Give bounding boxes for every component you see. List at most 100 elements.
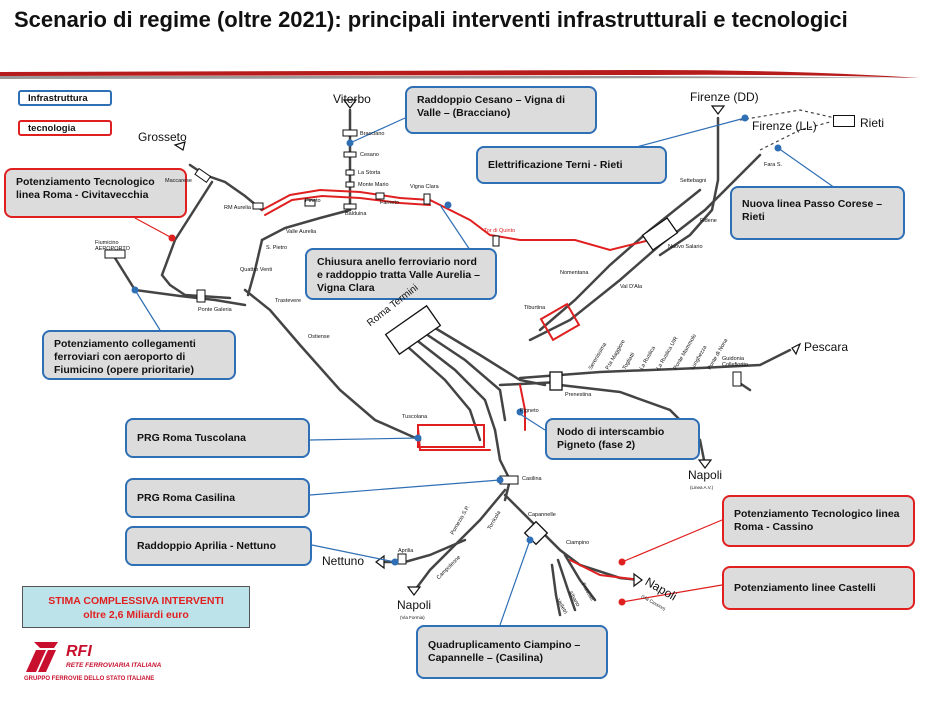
station-la-storta: La Storta [358,170,381,176]
line-formia [413,488,507,592]
title-underline [0,70,920,79]
city-viterbo: Viterbo [333,92,371,106]
dot-civitavecchia [168,234,176,242]
station-aprilia: Aprilia [398,548,414,554]
dot-tuscolana [414,434,422,442]
station-marker-vigna-clara [423,193,431,205]
dot-casilina [496,476,504,484]
station-farneto: Farneto [380,200,399,206]
station-tuscolana: Tuscolana [402,414,428,420]
station-marker-cesano [343,151,357,158]
box-prg-tuscolana: PRG Roma Tuscolana [125,418,310,458]
hub-tuscolana [417,424,485,448]
page-title: Scenario di regime (oltre 2021): princip… [14,7,848,32]
line-settebagni [538,188,702,332]
box-prg-casilina: PRG Roma Casilina [125,478,310,518]
station-marker-maccarese [194,167,212,183]
city-pescara: Pescara [804,340,849,354]
connector-casilina [309,479,501,496]
connector-fiumicino [134,289,161,331]
arrow-pescara [791,342,802,356]
arrow-firenze-dd [710,105,726,115]
station-val-dala: Val D'Ala [620,284,643,290]
connector-pigneto [519,413,546,431]
station-nuovo-salario: Nuovo Salario [668,244,703,250]
station-nomentana: Nomentana [560,270,589,276]
line-firenze-dd [658,116,720,257]
station-ciampino: Ciampino [566,540,590,546]
city-napoli-av: Napoli [688,468,723,482]
line-casilina [493,428,512,502]
box-raddoppio-cesano: Raddoppio Cesano – Vigna di Valle – (Bra… [405,86,597,134]
line-pescara [518,348,792,380]
hub-tiburtina [539,302,581,342]
dot-terni [741,114,749,122]
box-tecnologico-civitavecchia: Potenziamento Tecnologico linea Roma - C… [4,168,187,218]
bundle-termini-4 [428,323,547,387]
station-casilina: Casilina [522,476,542,482]
city-napoli-formia: Napoli [397,598,432,612]
dot-fiumicino [131,286,139,294]
line-maccarese-fiumicino [160,180,232,300]
city-napoli-av-sub: (Linea A.V.) [690,485,714,490]
line-rieti-firenze-ll [739,109,836,121]
bundle-termini-2 [408,333,497,432]
box-quadruplicamento-ciampino: Quadruplicamento Ciampino – Capannelle –… [416,625,608,679]
box-fiumicino: Potenziamento collegamenti ferroviari co… [42,330,236,380]
station-marker-la-storta [345,169,355,176]
line-fiumicino [113,256,247,307]
line-s-pietro [246,238,264,297]
line-napoli-av [558,383,707,467]
station-marker-bracciano [342,129,358,137]
connector-anello [439,204,471,251]
connector-tuscolana [309,437,421,441]
arrow-napoli-formia [406,586,422,596]
station-prenestina: Prenestina [565,392,592,398]
hub-nuovo-salario [641,217,679,251]
connector-civitavecchia [134,217,173,239]
station-fara-s: Fara S. [764,162,783,168]
station-trastevere: Trastevere [275,298,302,304]
station-tiburtina: Tiburtina [524,305,546,311]
station-marker-guidonia [732,371,742,387]
legend-infrastruttura: Infrastruttura [18,90,112,106]
city-napoli-formia-sub: (Via Formia) [400,615,425,620]
dot-cesano [346,139,354,147]
box-elettrificazione-terni: Elettrificazione Terni - Rieti [476,146,667,184]
station-marker-monte-mario [345,181,355,188]
connector-passo-corese [777,147,836,189]
line-castelli-3 [550,563,562,617]
connector-cassino [621,519,723,563]
station-capannelle: Capannelle [528,512,556,518]
stima-complessiva-box: STIMA COMPLESSIVA INTERVENTI oltre 2,6 M… [22,586,250,628]
station-quattro-venti: Quattro Venti [240,267,273,273]
station-valle-aurelia: Valle Aurelia [286,229,317,235]
red-line-pigneto [519,384,526,431]
station-fidene: Fidene [700,218,717,224]
connector-aprilia [311,544,396,563]
dot-pigneto [516,408,524,416]
station-bracciano: Bracciano [360,131,385,137]
stima-line1: STIMA COMPLESSIVA INTERVENTI [48,595,224,607]
connector-cesano [349,117,406,144]
station-balduina: Balduina [345,211,367,217]
dot-aprilia [391,558,399,566]
hub-roma-termini [384,304,442,356]
station-rm-aurelia: RM Aurelia [224,205,251,211]
box-raddoppio-aprilia: Raddoppio Aprilia - Nettuno [125,526,312,566]
bundle-termini-3 [418,328,507,422]
line-castelli-1 [563,553,597,602]
connector-castelli [621,584,723,603]
arrow-napoli-av [697,459,713,469]
logo-rfi-name: RFI [66,643,92,660]
dot-passo-corese [774,144,782,152]
station-pigneto: Pigneto [520,408,539,414]
city-grosseto: Grosseto [138,130,187,144]
station-ponte-galeria: Ponte Galeria [198,307,232,313]
arrow-grosseto [173,141,186,151]
logo-rfi-sub: RETE FERROVIARIA ITALIANA [66,662,162,669]
station-marker-balduina [343,203,357,210]
station-marker-tor-di-quinto [492,235,500,247]
station-s-pietro: S. Pietro [266,245,288,251]
red-line-cassino [569,559,641,581]
